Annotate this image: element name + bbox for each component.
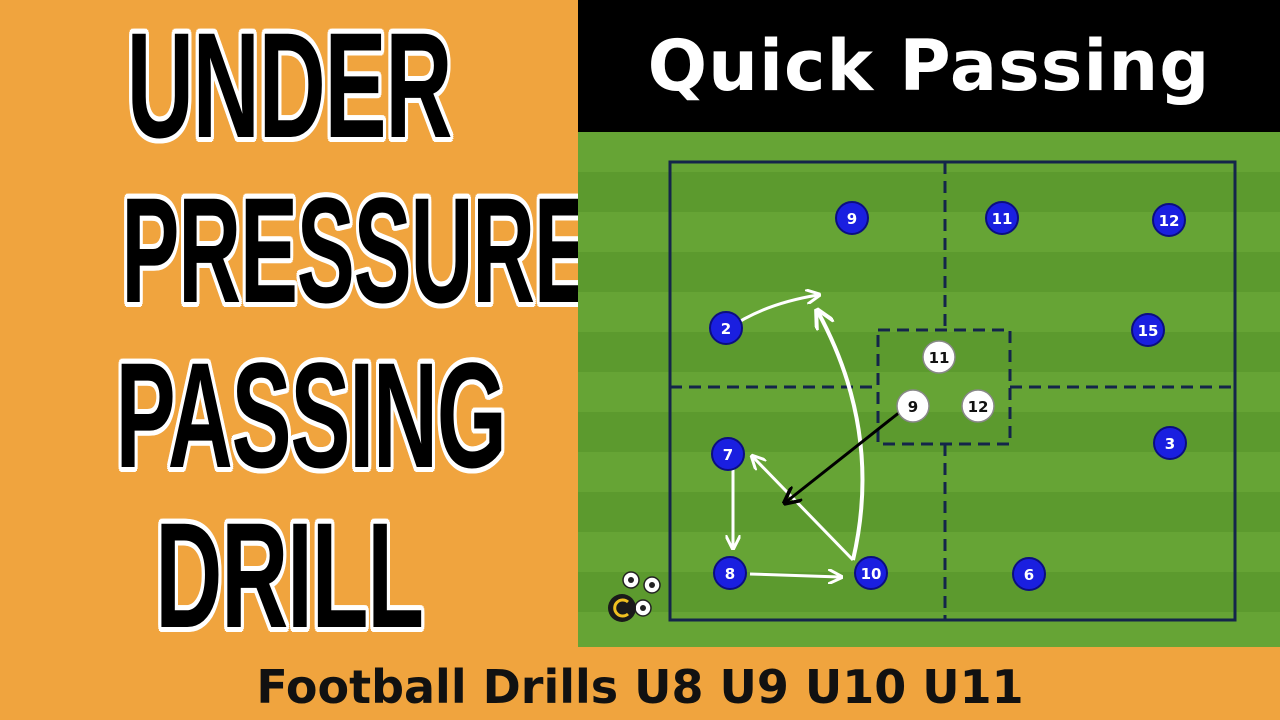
white-players: 11 9 12 xyxy=(896,340,995,423)
title-line-3: PASSING xyxy=(115,331,507,499)
arrow-8-to-10 xyxy=(749,574,840,577)
title-line-1: UNDER xyxy=(126,1,453,169)
blue-player-11: 11 xyxy=(985,201,1019,235)
header-bar: Quick Passing xyxy=(578,0,1280,132)
blue-player-8: 8 xyxy=(713,556,747,590)
svg-text:3: 3 xyxy=(1165,435,1175,453)
svg-text:11: 11 xyxy=(992,210,1013,228)
arrow-10-to-7 xyxy=(753,457,855,562)
arrow-10-curve-up xyxy=(818,312,865,561)
blue-player-6: 6 xyxy=(1012,557,1046,591)
svg-text:7: 7 xyxy=(723,446,733,464)
svg-text:8: 8 xyxy=(725,565,735,583)
svg-text:10: 10 xyxy=(861,565,882,583)
pass-arrows xyxy=(728,295,906,577)
bottom-bar xyxy=(0,650,1280,720)
title-line-2: PRESSURE xyxy=(121,166,592,334)
svg-text:9: 9 xyxy=(847,210,857,228)
coach-logo-icon xyxy=(608,594,636,622)
subtitle: Football Drills U8 U9 U10 U11 xyxy=(256,660,1024,714)
white-player-12: 12 xyxy=(961,389,995,423)
football-cluster-icon xyxy=(622,571,661,617)
blue-player-9: 9 xyxy=(835,201,869,235)
arrow-defender-press xyxy=(786,406,906,502)
svg-text:11: 11 xyxy=(929,349,950,367)
blue-player-3: 3 xyxy=(1153,426,1187,460)
blue-player-10: 10 xyxy=(854,556,888,590)
pitch-lines xyxy=(668,160,1237,622)
white-player-9: 9 xyxy=(896,389,930,423)
blue-players: 9 11 12 2 15 7 3 8 10 6 xyxy=(709,201,1187,591)
svg-text:12: 12 xyxy=(968,398,989,416)
drill-field: 9 11 12 2 15 7 3 8 10 6 11 9 12 xyxy=(578,132,1280,647)
header-title: Quick Passing xyxy=(647,25,1211,107)
blue-player-7: 7 xyxy=(711,437,745,471)
svg-text:2: 2 xyxy=(721,320,731,338)
svg-text:12: 12 xyxy=(1159,212,1180,230)
left-title-panel: UNDER PRESSURE PASSING DRILL xyxy=(0,0,592,659)
white-player-11: 11 xyxy=(922,340,956,374)
blue-player-15: 15 xyxy=(1131,313,1165,347)
title-line-4: DRILL xyxy=(155,491,424,659)
blue-player-2: 2 xyxy=(709,311,743,345)
svg-text:9: 9 xyxy=(908,398,918,416)
svg-text:6: 6 xyxy=(1024,566,1034,584)
blue-player-12: 12 xyxy=(1152,203,1186,237)
svg-text:15: 15 xyxy=(1138,322,1159,340)
